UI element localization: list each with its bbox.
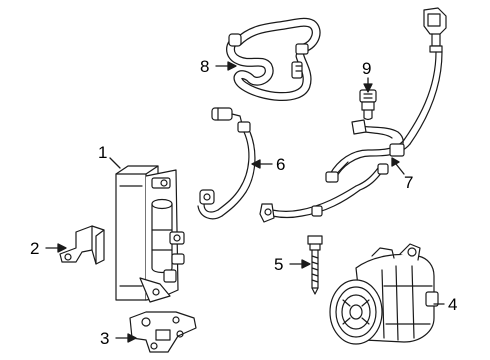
callout-6: 6 (276, 155, 285, 174)
callout-7: 7 (404, 173, 413, 192)
callout-8: 8 (200, 57, 209, 76)
callout-1: 1 (98, 143, 107, 162)
ac-compressor-icon[interactable] (329, 243, 439, 345)
condenser-receiver-drier-icon[interactable] (115, 165, 185, 303)
callout-5: 5 (274, 255, 283, 274)
pressure-switch-icon[interactable] (359, 89, 377, 121)
suction-discharge-line-icon[interactable] (259, 7, 447, 223)
hose-assembly-icon[interactable] (226, 17, 321, 102)
callout-numbers: 1 2 3 4 5 6 7 8 9 (30, 57, 457, 348)
bolt-icon[interactable] (307, 235, 323, 295)
callout-2: 2 (30, 239, 39, 258)
bracket-plate-icon[interactable] (129, 311, 197, 353)
mounting-bracket-icon[interactable] (59, 225, 105, 265)
callout-9: 9 (362, 59, 371, 78)
leader-lines (45, 61, 445, 343)
callout-3: 3 (100, 329, 109, 348)
callout-4: 4 (448, 295, 457, 314)
refrigerant-hose-icon[interactable] (197, 107, 256, 220)
